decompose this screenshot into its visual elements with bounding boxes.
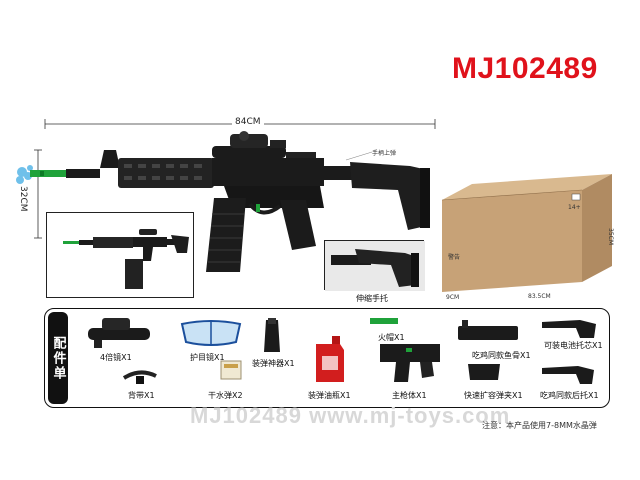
length-label: 84CM [232,117,264,127]
height-dimension-line [34,149,42,239]
upper-receiver [212,158,324,186]
grip-loading-annotation: 手柄上弹 [372,150,397,157]
loader-tool-icon [264,318,280,352]
small-gun-inset [46,212,194,298]
barrel [66,169,100,178]
box-height-label: 35CM [607,228,614,246]
main-gun-body-icon [380,344,440,382]
stock-inset [324,240,425,291]
water-beads-icon [220,360,242,380]
sling-icon [122,370,157,384]
accessory-label-loader: 装弹神器X1 [252,359,295,368]
handguard [118,158,214,188]
muzzle-tip [30,170,66,177]
box-length-label: 83.5CM [528,293,551,300]
accessory-label-muzzle-cap: 火帽X1 [378,333,405,342]
rifle-illustration [16,119,436,272]
scope-accessory-icon [88,318,150,348]
bullet-size-note: 注意：本产品使用7-8MM水晶弹 [482,421,597,430]
packaging-box [441,174,612,292]
rear-stock-icon [542,366,594,384]
stock [350,162,428,230]
extended-magazine-icon [468,364,500,380]
goggles-icon [180,320,242,346]
box-warning-text: 警告 [448,254,461,261]
accessory-label-sling: 背带X1 [128,391,155,400]
pistol-grip [280,200,316,250]
muzzle-cap-icon [370,318,398,324]
oil-bottle-icon [316,336,344,382]
front-sight [100,150,120,168]
accessory-label-rear-stock: 吃鸡同款后托X1 [540,391,599,400]
battery-stock-core-icon [542,320,596,338]
stock-inset-label: 伸缩手托 [356,294,388,303]
water-splash-icon [16,165,33,184]
age-badge: 14+ [568,204,581,211]
accessory-label-stock-core: 可装电池托芯X1 [544,341,603,350]
accessories-title: 配件单 [48,312,68,404]
accessory-label-gun-body: 主枪体X1 [392,391,427,400]
fishbone-handguard-icon [458,320,518,340]
box-depth-label: 9CM [446,294,460,301]
accessory-label-water-beads: 干水弹X2 [208,391,243,400]
accessory-label-scope: 4倍镜X1 [100,353,132,362]
height-label: 32CM [18,186,28,212]
magazine [206,198,246,272]
accessory-label-handguard: 吃鸡同款鱼骨X1 [472,351,531,360]
product-code: MJ102489 [452,52,598,85]
small-gun-illustration [63,229,189,289]
scope [212,131,286,158]
accessory-label-oil-bottle: 装弹油瓶X1 [308,391,351,400]
stock-closeup-illustration [325,241,425,291]
accessory-label-extended-mag: 快速扩容弹夹X1 [464,391,523,400]
accessory-label-goggles: 护目镜X1 [190,353,225,362]
watermark-text: MJ102489 www.mj-toys.com [190,403,511,428]
